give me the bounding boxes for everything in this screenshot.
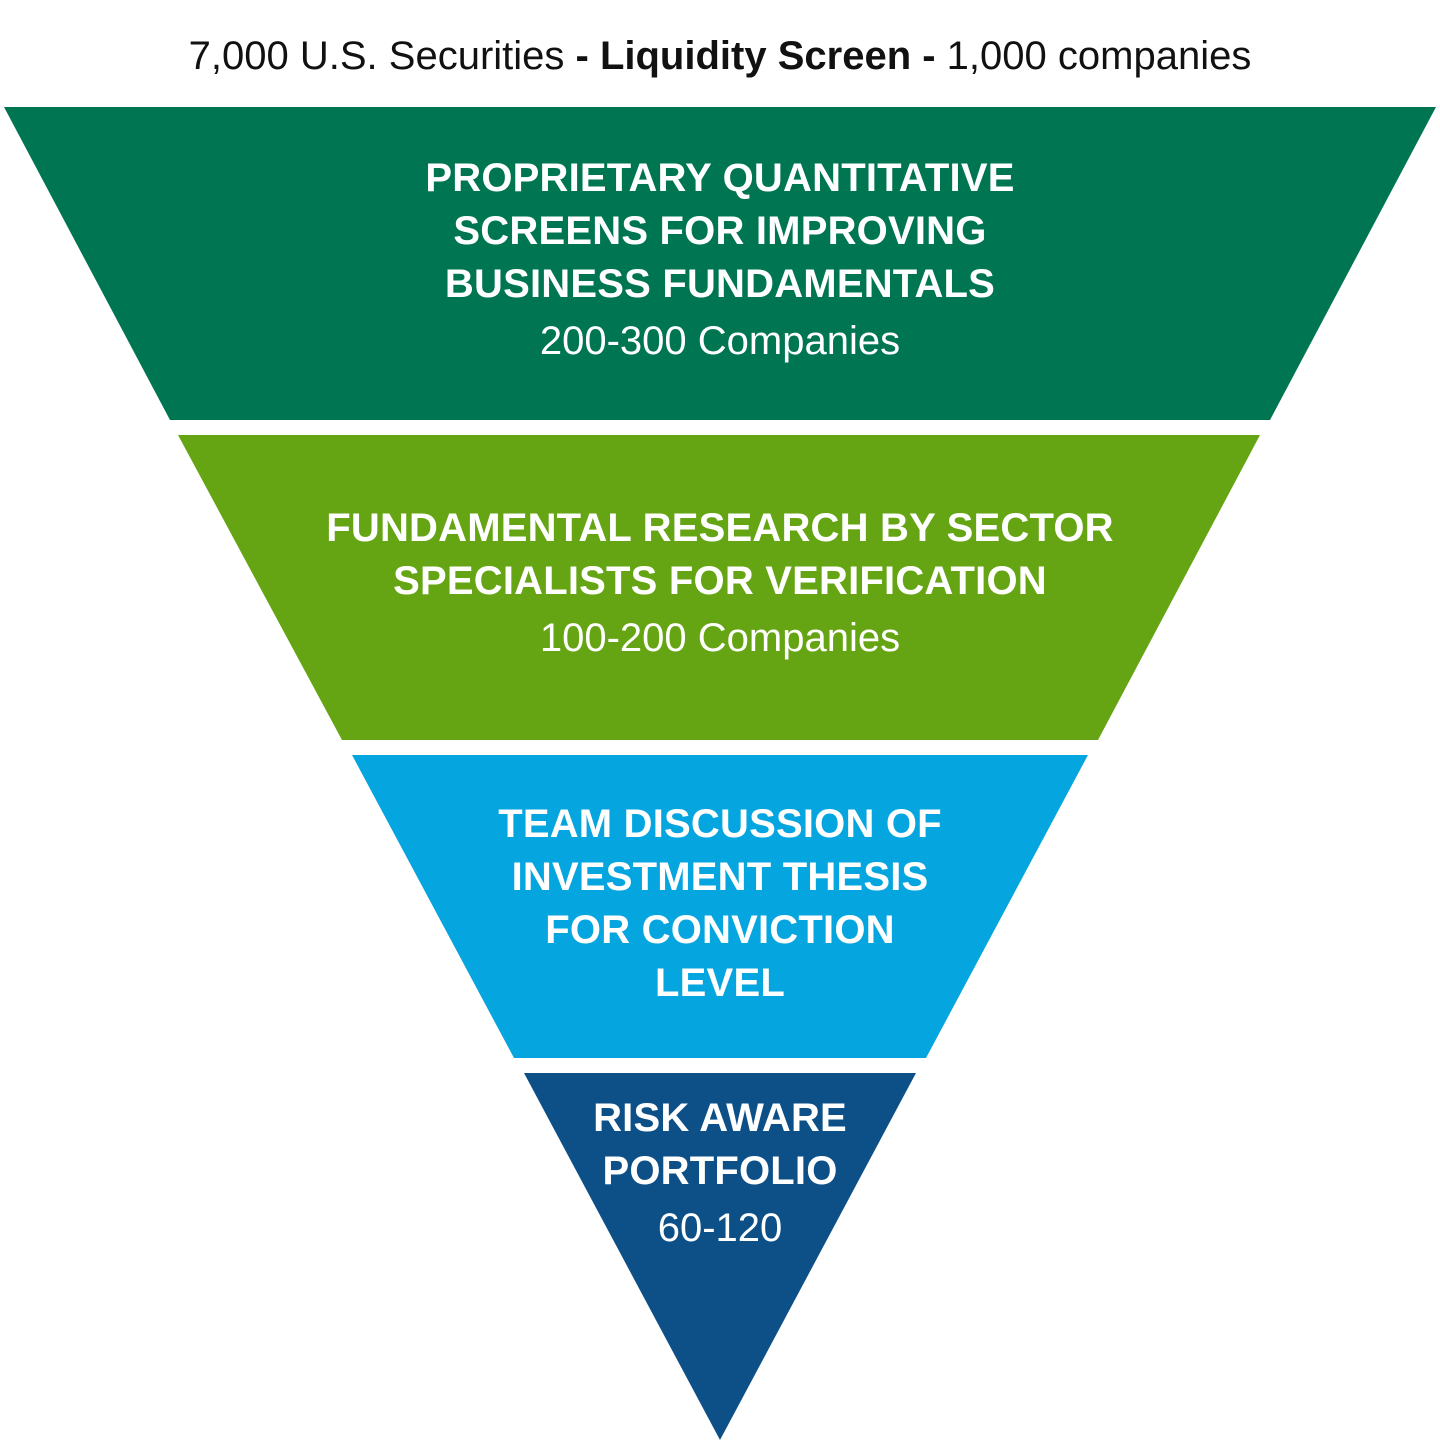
tier-3-text: TEAM DISCUSSION OF INVESTMENT THESIS FOR… bbox=[0, 798, 1440, 1010]
tier-1-band bbox=[4, 107, 1436, 420]
tier-4-band bbox=[524, 1073, 916, 1440]
tier-3-title: TEAM DISCUSSION OF INVESTMENT THESIS FOR… bbox=[0, 798, 1440, 1010]
tier-4-count: 60-120 bbox=[657, 1206, 783, 1250]
tier-2-band bbox=[178, 435, 1260, 740]
tier-2-title-line: FUNDAMENTAL RESEARCH BY SECTOR bbox=[326, 506, 1114, 550]
tier-3-band bbox=[352, 755, 1088, 1058]
header-liquidity-screen: - Liquidity Screen - bbox=[564, 34, 947, 78]
tier-2-text: FUNDAMENTAL RESEARCH BY SECTOR SPECIALIS… bbox=[0, 502, 1440, 668]
tier-2-title: FUNDAMENTAL RESEARCH BY SECTOR SPECIALIS… bbox=[0, 502, 1440, 608]
tier-3-title-line: LEVEL bbox=[655, 961, 785, 1005]
tier-1-count: 200-300 Companies bbox=[539, 319, 901, 363]
tier-1-title-line: BUSINESS FUNDAMENTALS bbox=[444, 262, 996, 306]
tier-2-title-line: SPECIALISTS FOR VERIFICATION bbox=[393, 559, 1047, 603]
funnel-header: 7,000 U.S. Securities - Liquidity Screen… bbox=[0, 26, 1440, 86]
header-universe: 7,000 U.S. Securities bbox=[188, 34, 565, 78]
header-result: 1,000 companies bbox=[946, 34, 1252, 78]
tier-4-title-line: PORTFOLIO bbox=[602, 1149, 838, 1193]
tier-1-title-line: SCREENS FOR IMPROVING bbox=[453, 209, 987, 253]
tier-2-count: 100-200 Companies bbox=[539, 616, 901, 660]
tier-1-title: PROPRIETARY QUANTITATIVE SCREENS FOR IMP… bbox=[0, 152, 1440, 311]
tier-1-text: PROPRIETARY QUANTITATIVE SCREENS FOR IMP… bbox=[0, 152, 1440, 371]
tier-3-title-line: INVESTMENT THESIS bbox=[511, 855, 929, 899]
tier-3-title-line: FOR CONVICTION bbox=[545, 908, 895, 952]
tier-3-title-line: TEAM DISCUSSION OF bbox=[498, 802, 942, 846]
tier-4-title-line: RISK AWARE bbox=[593, 1096, 847, 1140]
tier-4-title: RISK AWARE PORTFOLIO bbox=[0, 1092, 1440, 1198]
tier-4-text: RISK AWARE PORTFOLIO 60-120 bbox=[0, 1092, 1440, 1258]
tier-1-title-line: PROPRIETARY QUANTITATIVE bbox=[425, 156, 1015, 200]
